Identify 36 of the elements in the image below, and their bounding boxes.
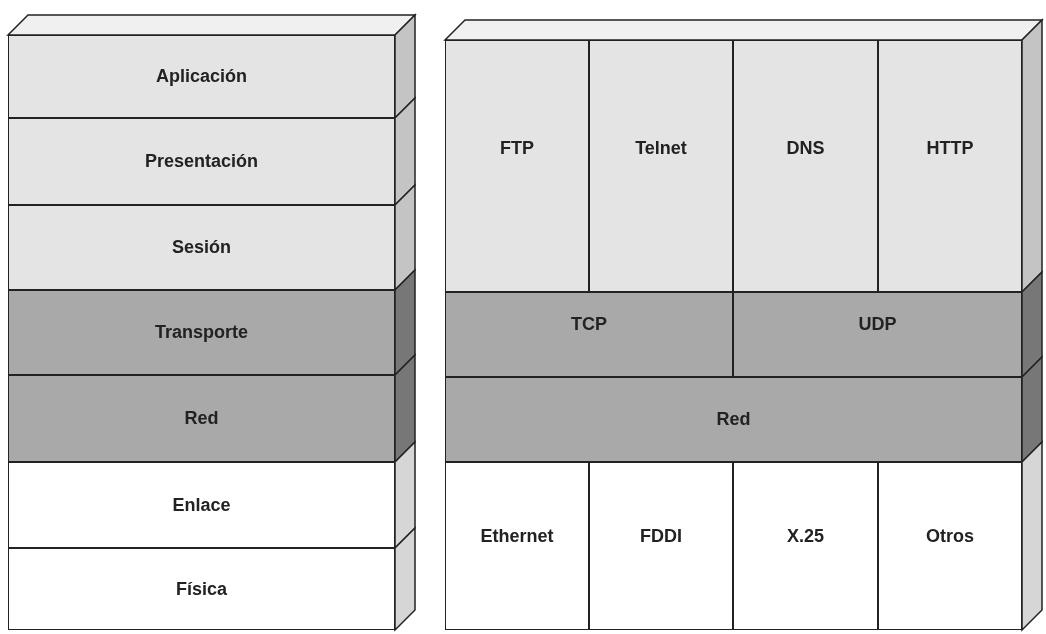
layer-label: Presentación: [144, 151, 258, 172]
layer-box: [878, 40, 1022, 292]
layer-box: [733, 462, 878, 630]
layer-box: [8, 35, 395, 118]
layer-label: Sesión: [172, 237, 231, 258]
layer-label: Transporte: [155, 322, 248, 343]
layer-label: Otros: [926, 525, 974, 547]
layer-box: [8, 290, 395, 375]
layer-label: X.25: [787, 525, 824, 547]
layer-label: DNS: [786, 137, 825, 159]
layer-box: [733, 292, 1022, 377]
layer-box: [445, 40, 589, 292]
layer-box: [8, 462, 395, 548]
layer-label: Red: [184, 408, 219, 429]
layer-label: TCP: [571, 314, 607, 335]
layer-label: Telnet: [635, 137, 687, 159]
layer-box: [589, 462, 733, 630]
layer-label: Enlace: [172, 494, 231, 516]
layer-box: [8, 205, 395, 290]
layer-box: [733, 40, 878, 292]
layer-box: [589, 40, 733, 292]
layer-box: [445, 377, 1022, 462]
layer-label: Ethernet: [480, 525, 554, 547]
layer-box: [8, 118, 395, 205]
layer-label: FDDI: [640, 525, 682, 547]
layer-label: HTTP: [926, 137, 974, 159]
layer-box: [878, 462, 1022, 630]
layer-box: [8, 375, 395, 462]
layer-box: [445, 292, 733, 377]
layer-box: [8, 548, 395, 630]
layer-label: Aplicación: [156, 66, 247, 87]
layer-label: FTP: [500, 137, 534, 159]
layer-label: Red: [716, 409, 751, 430]
layer-box: [445, 462, 589, 630]
layer-label: UDP: [858, 314, 897, 335]
layer-label: Física: [176, 578, 227, 600]
